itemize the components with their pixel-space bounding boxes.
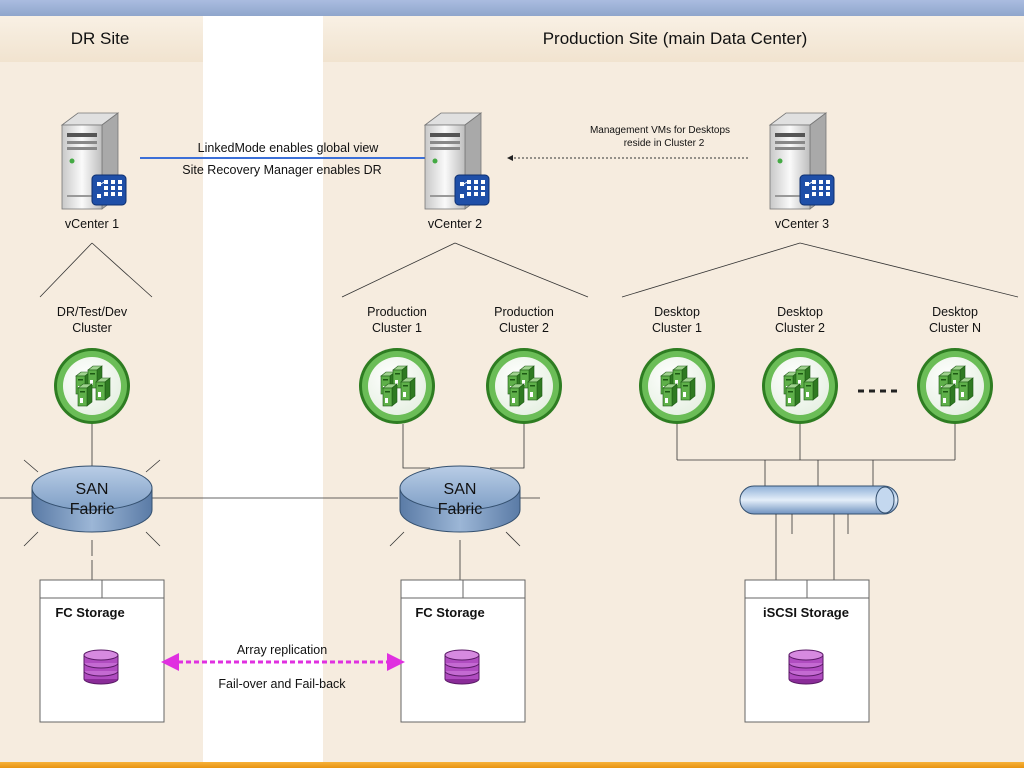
cluster-prod2-label-2: Cluster 2 bbox=[499, 321, 549, 335]
vcenter-3-label: vCenter 3 bbox=[775, 217, 829, 231]
cluster-dr-label-2: Cluster bbox=[72, 321, 112, 335]
cluster-dr-label-1: DR/Test/Dev bbox=[57, 305, 128, 319]
hierarchy-lines bbox=[39, 242, 1019, 298]
cluster-desk2-label-1: Desktop bbox=[777, 305, 823, 319]
cluster-deskn-label-1: Desktop bbox=[932, 305, 978, 319]
cluster-desk1-label-2: Cluster 1 bbox=[652, 321, 702, 335]
cluster-desk2-icon bbox=[762, 348, 838, 424]
cluster-deskn-icon bbox=[917, 348, 993, 424]
vcenter-1-server-icon bbox=[61, 112, 127, 210]
cluster-deskn-label-2: Cluster N bbox=[929, 321, 981, 335]
mgmt-note-1: Management VMs for Desktops bbox=[590, 125, 730, 136]
san-prod-label-1: SAN bbox=[444, 481, 477, 498]
separator-band bbox=[203, 0, 323, 762]
iscsi-storage-label: iSCSI Storage bbox=[763, 605, 849, 620]
production-site-header: Production Site (main Data Center) bbox=[543, 29, 808, 48]
cluster-desk1-icon bbox=[639, 348, 715, 424]
cluster-prod2-label-1: Production bbox=[494, 305, 554, 319]
replication-label-1: Array replication bbox=[237, 643, 327, 657]
san-dr-label-2: Fabric bbox=[70, 501, 114, 518]
dr-site-header: DR Site bbox=[71, 29, 130, 48]
bottom-bar bbox=[0, 762, 1024, 768]
san-dr-label-1: SAN bbox=[76, 481, 109, 498]
cluster-desk2-label-2: Cluster 2 bbox=[775, 321, 825, 335]
san-fabric-prod bbox=[399, 465, 521, 533]
iscsi-network-pipe bbox=[739, 485, 899, 515]
mgmt-note-2: reside in Cluster 2 bbox=[624, 138, 705, 149]
link-label-1: LinkedMode enables global view bbox=[198, 141, 380, 155]
san-fabric-dr bbox=[31, 465, 153, 533]
database-dr-icon bbox=[83, 649, 119, 685]
cluster-dr-icon bbox=[54, 348, 130, 424]
san-prod-label-2: Fabric bbox=[438, 501, 482, 518]
cluster-prod1-icon bbox=[359, 348, 435, 424]
cluster-prod1-label-2: Cluster 1 bbox=[372, 321, 422, 335]
database-prod-icon bbox=[444, 649, 480, 685]
fc-storage-prod-label: FC Storage bbox=[415, 605, 484, 620]
vcenter-3-server-icon bbox=[769, 112, 835, 210]
replication-label-2: Fail-over and Fail-back bbox=[218, 677, 346, 691]
cluster-prod1-label-1: Production bbox=[367, 305, 427, 319]
cluster-prod2-icon bbox=[486, 348, 562, 424]
vcenter-2-server-icon bbox=[424, 112, 490, 210]
top-bar bbox=[0, 0, 1024, 16]
database-iscsi-icon bbox=[788, 649, 824, 685]
vcenter-1-label: vCenter 1 bbox=[65, 217, 119, 231]
vcenter-2-label: vCenter 2 bbox=[428, 217, 482, 231]
link-label-2: Site Recovery Manager enables DR bbox=[182, 163, 381, 177]
fc-storage-dr-label: FC Storage bbox=[55, 605, 124, 620]
cluster-desk1-label-1: Desktop bbox=[654, 305, 700, 319]
